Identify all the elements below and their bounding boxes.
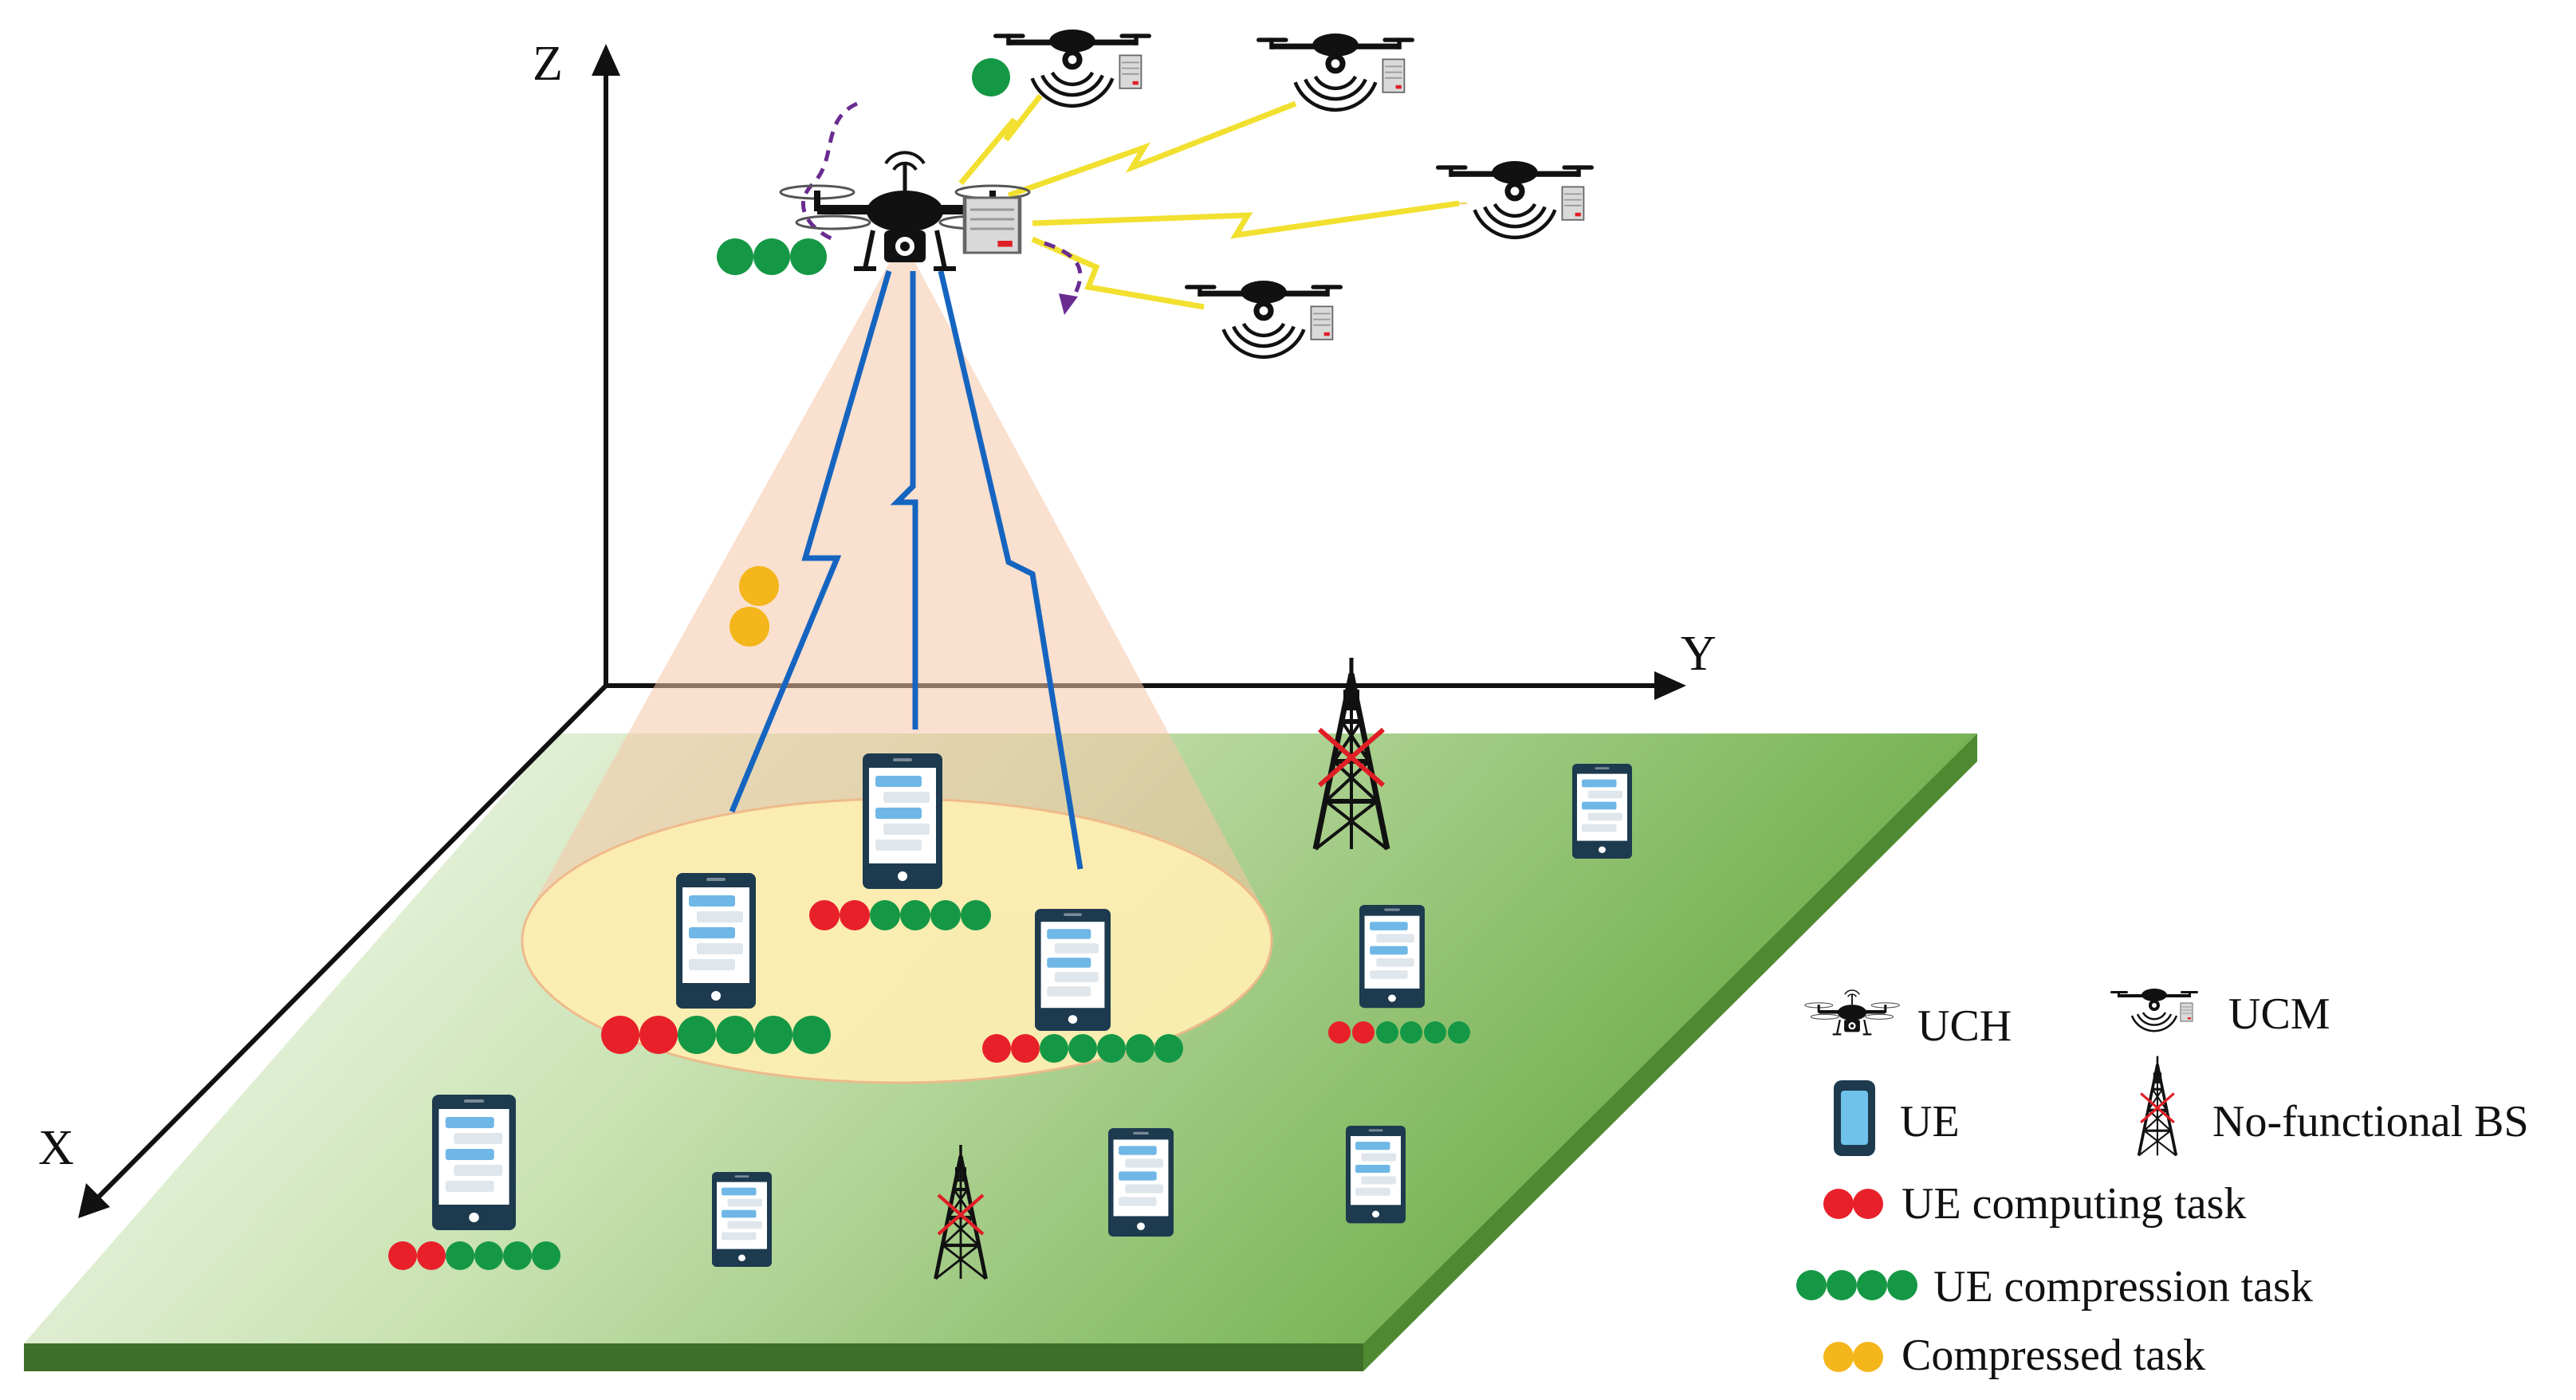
legend-compressed-task-label: Compressed task bbox=[1902, 1331, 2205, 1380]
legend-computing-task-icon bbox=[1823, 1189, 1883, 1219]
ue-phone-icon bbox=[676, 873, 756, 1009]
ue-phone-icon bbox=[1035, 909, 1111, 1031]
x-axis-label: X bbox=[38, 1121, 74, 1175]
legend-ue-label: UE bbox=[1900, 1097, 1960, 1146]
coverage-cone bbox=[526, 239, 1268, 917]
ue-task-queue bbox=[601, 1016, 831, 1054]
legend-uch-icon bbox=[1803, 989, 1901, 1036]
compressed-task bbox=[739, 566, 779, 606]
legend-compressed-task-icon bbox=[1823, 1342, 1883, 1372]
legend-compression-task-label: UE compression task bbox=[1933, 1262, 2313, 1312]
task-compression bbox=[717, 238, 753, 275]
legend-bs-label: No-functional BS bbox=[2212, 1097, 2529, 1146]
ue-task-queue bbox=[809, 900, 991, 930]
legend-ucm-label: UCM bbox=[2228, 989, 2330, 1039]
link-ucm-1 bbox=[958, 93, 1043, 186]
z-axis-arrow bbox=[592, 44, 620, 76]
legend-compression-task-icon bbox=[1796, 1270, 1917, 1300]
link-ucm-4 bbox=[1031, 236, 1205, 310]
uch-task-queue bbox=[717, 238, 827, 275]
ue-phone-icon bbox=[863, 753, 942, 889]
uch-ucm-links bbox=[958, 93, 1460, 310]
x-axis bbox=[93, 683, 608, 1202]
x-axis-arrow bbox=[78, 1183, 110, 1218]
ue-phone-icon bbox=[1359, 905, 1425, 1009]
link-ue-left bbox=[729, 270, 892, 813]
ue-phone-icon bbox=[1572, 764, 1632, 859]
ue-phone-icon bbox=[1346, 1126, 1406, 1224]
uch-ue-links bbox=[729, 270, 1083, 870]
legend-computing-task-label: UE computing task bbox=[1902, 1179, 2246, 1229]
uch-ucm-link-tails bbox=[1459, 203, 1467, 204]
task-compression bbox=[790, 238, 827, 275]
ue-phone-icon bbox=[1108, 1128, 1174, 1237]
ucm-drone-icon bbox=[1257, 33, 1414, 110]
link-ucm-2 bbox=[1007, 100, 1297, 199]
link-ucm-3 bbox=[1032, 200, 1460, 239]
y-axis-label: Y bbox=[1681, 627, 1717, 681]
ucm-drone-icon bbox=[993, 29, 1151, 106]
ucm-task-compression bbox=[972, 58, 1010, 96]
compressed-task bbox=[730, 607, 769, 647]
ucm-drone-icon bbox=[1185, 281, 1343, 357]
y-axis-arrow bbox=[1654, 671, 1686, 700]
ue-phone-icon bbox=[432, 1095, 516, 1230]
ucm-drone-icon bbox=[1436, 161, 1594, 238]
ue-task-queue bbox=[982, 1034, 1183, 1063]
ue-task-queue bbox=[388, 1241, 560, 1270]
trajectory-arrowhead bbox=[1059, 293, 1078, 315]
link-ue-center bbox=[890, 271, 918, 729]
legend-ue-icon bbox=[1834, 1080, 1875, 1156]
link-ue-right bbox=[938, 270, 1083, 870]
ue-task-queue bbox=[1328, 1021, 1470, 1044]
legend: UCH UCM UE No-functional BS UE computing… bbox=[1796, 989, 2529, 1380]
ue-phone-icon bbox=[712, 1172, 772, 1267]
uch-server-icon bbox=[965, 198, 1020, 253]
task-compression bbox=[753, 238, 790, 275]
legend-uch-label: UCH bbox=[1917, 1001, 2012, 1051]
z-axis-label: Z bbox=[533, 37, 563, 91]
uch-trajectory bbox=[801, 101, 1083, 301]
legend-bs-icon bbox=[2137, 1054, 2178, 1158]
legend-ucm-icon bbox=[2110, 989, 2198, 1031]
